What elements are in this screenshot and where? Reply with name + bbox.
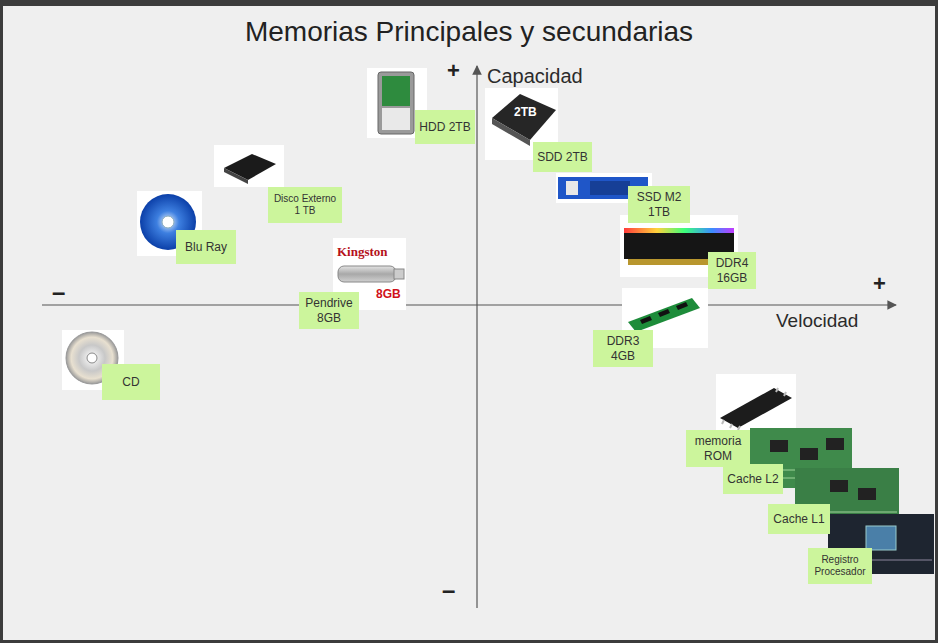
memory-label-box: memoria ROM	[686, 430, 750, 467]
axis-title: Capacidad	[487, 66, 583, 86]
diagram-title: Memorias Principales y secundarias	[0, 16, 938, 48]
axis-sign: –	[442, 578, 455, 602]
axis-sign: +	[873, 273, 886, 295]
memory-name: DDR4 16GB	[711, 256, 753, 285]
memory-name: Cache L1	[773, 512, 824, 526]
capacity-mark: 2TB	[514, 106, 537, 118]
memory-label-box: Blu Ray	[176, 230, 236, 264]
memory-label-box: DDR4 16GB	[708, 252, 756, 289]
memory-label-box: Cache L1	[768, 504, 830, 534]
axis-sign: +	[447, 60, 460, 82]
memory-name: memoria ROM	[689, 434, 747, 463]
rom-picture	[716, 374, 796, 434]
memory-label-box: DDR3 4GB	[593, 330, 653, 367]
memory-label-box: HDD 2TB	[415, 110, 475, 144]
memory-label-box: SDD 2TB	[533, 142, 592, 172]
memory-name: HDD 2TB	[419, 120, 470, 134]
memory-name: Disco Externo 1 TB	[271, 193, 339, 217]
memory-label-box: CD	[102, 364, 160, 400]
memory-name: DDR3 4GB	[596, 334, 650, 363]
memory-name: Blu Ray	[185, 240, 227, 254]
capacity-mark: 8GB	[376, 288, 401, 300]
memory-name: SDD 2TB	[537, 150, 588, 164]
memory-name: Registro Procesador	[811, 554, 869, 578]
axis-sign: –	[52, 280, 65, 304]
memory-name: SSD M2 1TB	[631, 190, 687, 219]
memory-label-box: Cache L2	[723, 464, 783, 494]
memory-label-box: Registro Procesador	[808, 548, 872, 584]
memory-label-box: SSD M2 1TB	[628, 186, 690, 223]
brand-logo: Kingston	[337, 245, 388, 258]
memory-name: Pendrive 8GB	[302, 296, 356, 325]
memory-label-box: Pendrive 8GB	[299, 292, 359, 329]
memory-name: Cache L2	[727, 472, 778, 486]
axis-title: Velocidad	[776, 311, 858, 330]
external-disk-picture	[214, 145, 284, 187]
memory-label-box: Disco Externo 1 TB	[268, 187, 342, 223]
memory-name: CD	[122, 375, 139, 389]
